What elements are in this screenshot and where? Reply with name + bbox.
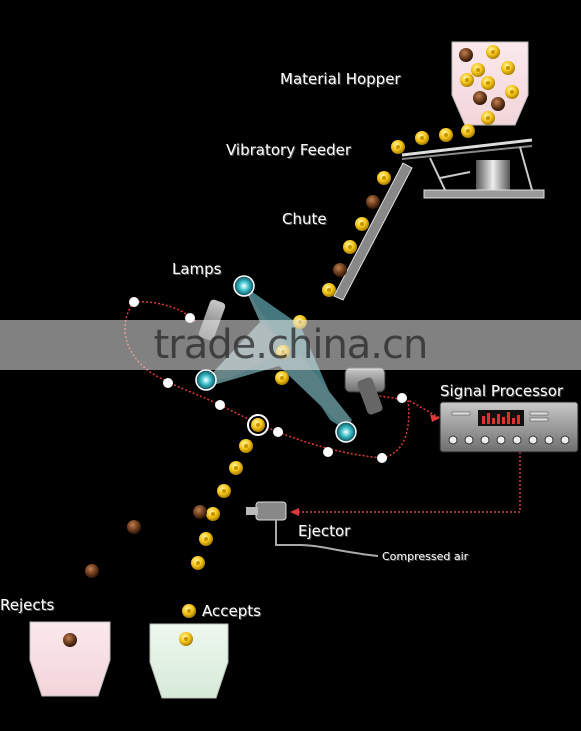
item-core [187, 609, 191, 613]
item-core [204, 537, 208, 541]
material-hopper-label: Material Hopper [280, 70, 401, 88]
signal-processor [439, 401, 579, 453]
lamps [195, 275, 357, 443]
camera-lower [344, 367, 386, 415]
accept-bin [149, 623, 229, 699]
compressed-air-line [275, 520, 379, 557]
rejected-item [366, 195, 380, 209]
chute-label: Chute [282, 210, 327, 228]
item-core [234, 466, 238, 470]
reject-bin [29, 621, 111, 697]
rejected-item [333, 263, 347, 277]
items [63, 45, 519, 647]
watermark-band [0, 320, 581, 370]
item-core [491, 50, 495, 54]
item-core [280, 376, 284, 380]
lamps-label: Lamps [172, 260, 222, 278]
item-core [256, 423, 260, 427]
rejects-label: Rejects [0, 596, 55, 614]
item-core [382, 176, 386, 180]
compressed-air-label: Compressed air [382, 550, 469, 563]
item-core [184, 637, 188, 641]
rejected-item [473, 91, 487, 105]
rejected-item [127, 520, 141, 534]
watermark-text: trade.china.cn [153, 322, 429, 368]
rejected-item [85, 564, 99, 578]
item-core [196, 561, 200, 565]
signal-arrows [290, 414, 440, 516]
item-core [506, 66, 510, 70]
item-core [360, 222, 364, 226]
item-core [486, 116, 490, 120]
rejected-item [63, 633, 77, 647]
item-core [444, 133, 448, 137]
item-core [327, 288, 331, 292]
vibratory-feeder-label: Vibratory Feeder [226, 141, 352, 159]
rejected-item [491, 97, 505, 111]
item-core [510, 90, 514, 94]
rejected-item [193, 505, 207, 519]
ejector [246, 501, 287, 521]
item-core [211, 512, 215, 516]
item-core [244, 444, 248, 448]
item-core [476, 68, 480, 72]
accepts-label: Accepts [202, 602, 261, 620]
item-core [466, 129, 470, 133]
rejected-item [459, 48, 473, 62]
chute [333, 162, 413, 301]
signal-processor-label: Signal Processor [440, 382, 564, 400]
item-core [396, 145, 400, 149]
vibratory-feeder [401, 138, 545, 199]
item-core [420, 136, 424, 140]
item-core [465, 78, 469, 82]
item-core [486, 81, 490, 85]
ejector-label: Ejector [298, 522, 351, 540]
item-core [348, 245, 352, 249]
item-core [222, 489, 226, 493]
inspected-item-ring [247, 414, 269, 436]
